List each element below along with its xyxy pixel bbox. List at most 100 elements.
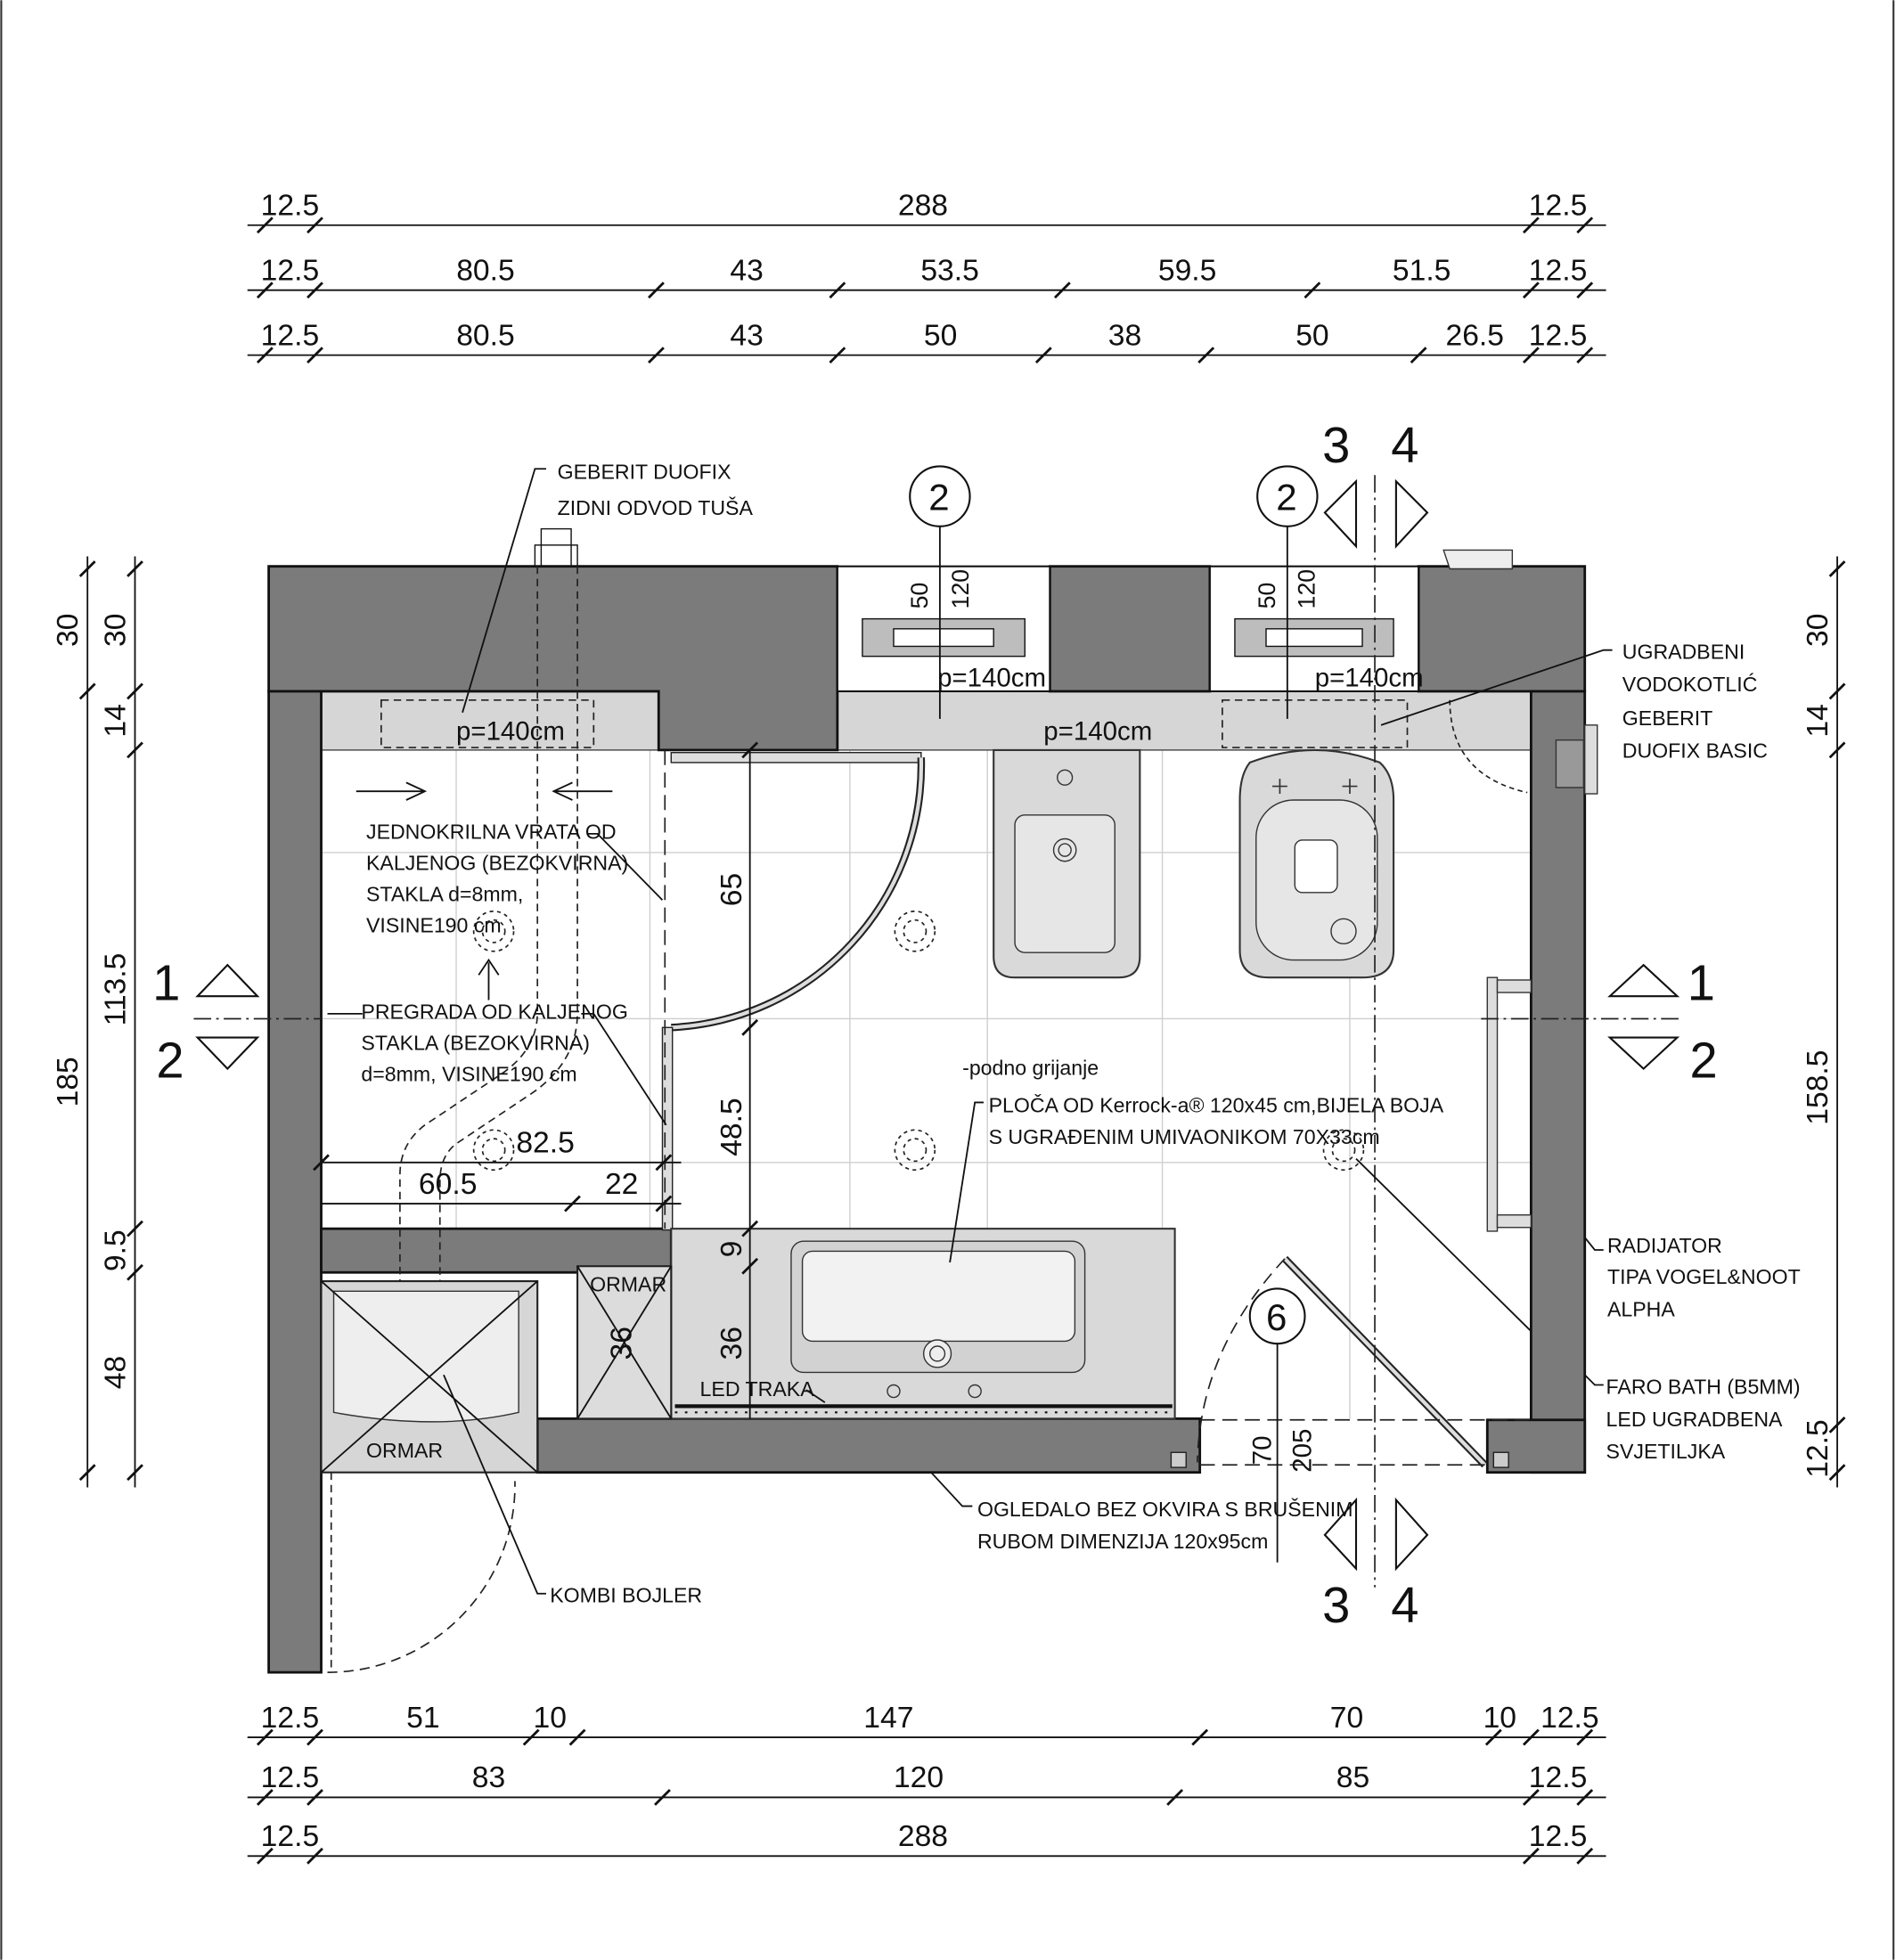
shower-arrows bbox=[356, 781, 613, 1000]
wall-pier-middle bbox=[1048, 565, 1212, 693]
dimension-tick bbox=[1522, 347, 1540, 364]
countertop-with-sink bbox=[670, 1228, 1176, 1420]
dimension-tick bbox=[1053, 282, 1071, 299]
wall-pier-right bbox=[1417, 565, 1587, 693]
svg-text:60.5: 60.5 bbox=[419, 1168, 478, 1201]
dimension-tick bbox=[1522, 1789, 1540, 1806]
svg-text:22: 22 bbox=[605, 1168, 638, 1201]
svg-text:d=8mm, VISINE190 cm: d=8mm, VISINE190 cm bbox=[361, 1063, 576, 1086]
svg-text:OGLEDALO BEZ OKVIRA S BRUŠENIM: OGLEDALO BEZ OKVIRA S BRUŠENIM bbox=[977, 1497, 1353, 1521]
dimension-label: 9.5 bbox=[99, 1229, 132, 1271]
cabinet-label: ORMAR bbox=[590, 1272, 666, 1295]
svg-text:48.5: 48.5 bbox=[715, 1098, 748, 1156]
dimension-tick bbox=[1828, 1464, 1846, 1482]
svg-text:VISINE190 cm: VISINE190 cm bbox=[366, 914, 502, 937]
svg-text:2: 2 bbox=[928, 477, 949, 519]
bidet bbox=[993, 748, 1141, 979]
toilet bbox=[1238, 748, 1395, 979]
entrance-door-swing bbox=[327, 1472, 516, 1673]
dimension-label: 43 bbox=[730, 319, 763, 352]
svg-text:6: 6 bbox=[1266, 1296, 1287, 1338]
svg-text:120: 120 bbox=[1294, 569, 1320, 608]
svg-text:RADIJATOR: RADIJATOR bbox=[1607, 1234, 1722, 1257]
dimension-tick bbox=[1576, 1789, 1594, 1806]
dimension-tick bbox=[1166, 1789, 1184, 1806]
dimension-label: 51 bbox=[406, 1702, 439, 1735]
svg-text:SVJETILJKA: SVJETILJKA bbox=[1606, 1440, 1726, 1463]
svg-text:36: 36 bbox=[605, 1327, 638, 1360]
dimension-tick bbox=[1828, 1416, 1846, 1433]
svg-text:KALJENOG (BEZOKVIRNA): KALJENOG (BEZOKVIRNA) bbox=[366, 852, 628, 875]
dimension-tick bbox=[306, 1847, 323, 1865]
dimension-label: 30 bbox=[1802, 614, 1835, 647]
note-floor-heating: -podno grijanje bbox=[962, 1057, 1099, 1080]
dimension-label: 48 bbox=[99, 1356, 132, 1389]
section-marker-top: 3 4 bbox=[1322, 417, 1429, 549]
note-cistern: UGRADBENI VODOKOTLIĆ GEBERIT DUOFIX BASI… bbox=[1380, 640, 1768, 762]
dimension-tick bbox=[306, 347, 323, 364]
dimension-tick bbox=[1828, 741, 1846, 759]
svg-text:2: 2 bbox=[1276, 477, 1296, 519]
svg-text:GEBERIT DUOFIX: GEBERIT DUOFIX bbox=[558, 460, 731, 483]
dimension-tick bbox=[1576, 1728, 1594, 1746]
svg-text:120: 120 bbox=[947, 569, 974, 608]
svg-text:TIPA VOGEL&NOOT: TIPA VOGEL&NOOT bbox=[1607, 1265, 1801, 1288]
bathroom-door bbox=[1170, 1255, 1532, 1468]
window-2 bbox=[1208, 565, 1420, 693]
dimension-tick bbox=[256, 1789, 274, 1806]
cabinet-label: ORMAR bbox=[366, 1439, 443, 1462]
dimension-label: 12.5 bbox=[261, 190, 320, 223]
svg-text:65: 65 bbox=[715, 873, 748, 906]
dimension-label: 12.5 bbox=[1529, 190, 1588, 223]
dimension-tick bbox=[306, 1728, 323, 1746]
dimension-tick bbox=[127, 1464, 143, 1482]
dimension-label: 85 bbox=[1336, 1761, 1369, 1794]
wall-right bbox=[1529, 690, 1587, 1474]
dimension-tick bbox=[306, 1789, 323, 1806]
parapet-label: p=140cm bbox=[1043, 717, 1152, 747]
dimension-label: 14 bbox=[1802, 704, 1835, 737]
section-marker-left: 1 2 bbox=[152, 954, 260, 1088]
dimension-label: 185 bbox=[52, 1057, 85, 1107]
radiator bbox=[1486, 976, 1532, 1232]
window-1 bbox=[836, 565, 1051, 693]
dimension-label: 10 bbox=[1483, 1702, 1516, 1735]
svg-text:PREGRADA OD KALJENOG: PREGRADA OD KALJENOG bbox=[361, 1000, 627, 1023]
svg-text:UGRADBENI: UGRADBENI bbox=[1622, 640, 1745, 663]
dimension-tick bbox=[127, 741, 143, 759]
dimension-label: 12.5 bbox=[1529, 254, 1588, 287]
dimension-label: 10 bbox=[533, 1702, 566, 1735]
wall-light bbox=[1584, 724, 1598, 795]
dimension-label: 30 bbox=[99, 614, 132, 647]
cistern-hatch bbox=[1449, 699, 1528, 794]
dimension-label: 113.5 bbox=[99, 953, 132, 1026]
dimension-label: 80.5 bbox=[456, 319, 515, 352]
wall-bottom bbox=[535, 1417, 1202, 1474]
dimension-label: 288 bbox=[898, 190, 948, 223]
dimension-tick bbox=[127, 560, 143, 577]
dimension-tick bbox=[127, 1220, 143, 1237]
dimension-tick bbox=[1522, 1847, 1540, 1865]
svg-text:STAKLA d=8mm,: STAKLA d=8mm, bbox=[366, 883, 523, 906]
svg-text:1: 1 bbox=[1688, 954, 1715, 1010]
dimension-tick bbox=[1034, 347, 1052, 364]
cabinet-boiler: ORMAR bbox=[320, 1280, 539, 1474]
cabinet-small: ORMAR bbox=[576, 1265, 673, 1420]
dimension-label: 12.5 bbox=[261, 1820, 320, 1853]
dimension-tick bbox=[522, 1728, 540, 1746]
parapet-label: p=140cm bbox=[456, 717, 565, 747]
dimension-label: 288 bbox=[898, 1820, 948, 1853]
svg-text:VODOKOTLIĆ: VODOKOTLIĆ bbox=[1622, 673, 1758, 696]
dimension-label: 12.5 bbox=[1529, 319, 1588, 352]
dimension-tick bbox=[1522, 216, 1540, 234]
svg-text:ALPHA: ALPHA bbox=[1607, 1297, 1675, 1320]
svg-text:KOMBI BOJLER: KOMBI BOJLER bbox=[550, 1584, 702, 1607]
dimension-tick bbox=[78, 1464, 96, 1482]
svg-text:RUBOM DIMENZIJA 120x95cm: RUBOM DIMENZIJA 120x95cm bbox=[977, 1530, 1268, 1553]
dimension-tick bbox=[1304, 282, 1321, 299]
dimension-tick bbox=[568, 1728, 586, 1746]
svg-text:2: 2 bbox=[156, 1032, 184, 1088]
section-marker-bottom: 3 4 bbox=[1322, 1497, 1429, 1633]
svg-text:36: 36 bbox=[715, 1327, 748, 1360]
